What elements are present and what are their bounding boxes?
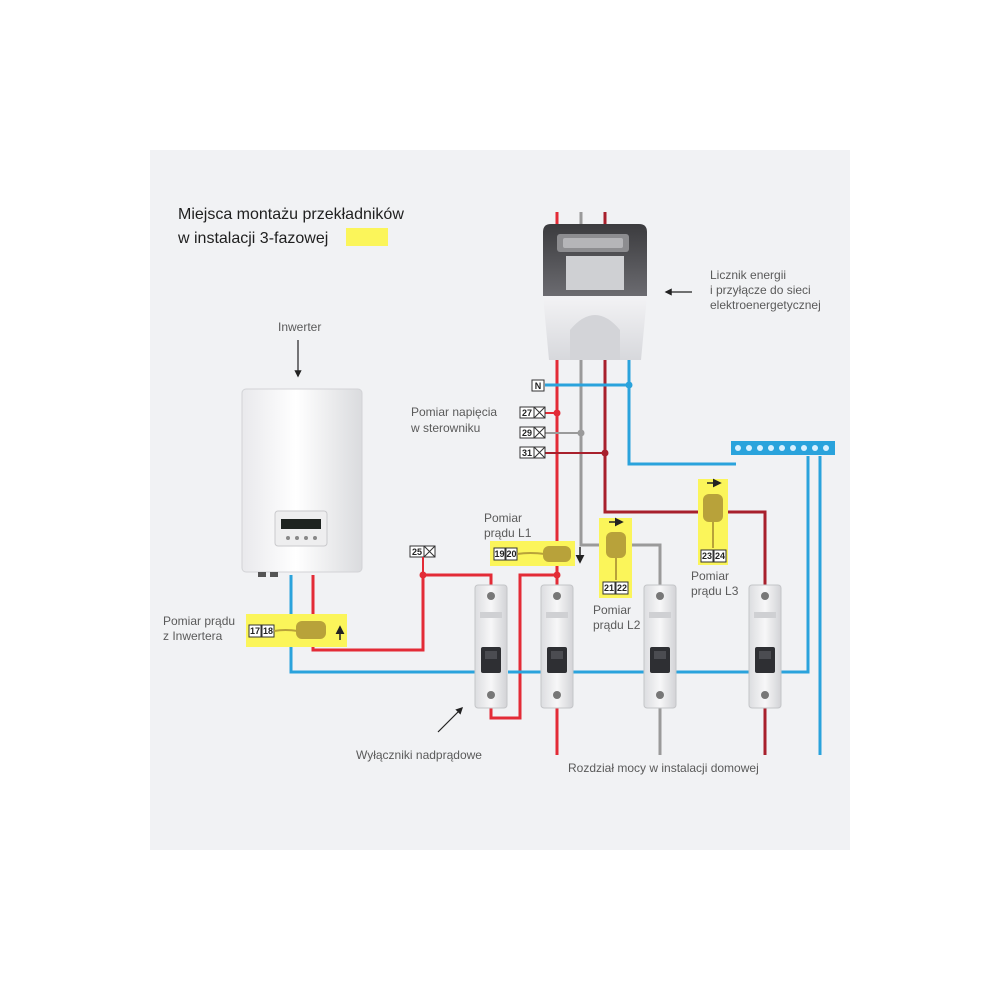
- circuit-breaker-icon: [474, 584, 782, 709]
- current-transformer-icon: [296, 621, 326, 639]
- svg-text:27: 27: [522, 408, 532, 418]
- label-ct-l3-line1: Pomiar: [691, 569, 729, 583]
- label-ct-l1-line1: Pomiar: [484, 511, 522, 525]
- label-voltage-line2: w sterowniku: [410, 421, 480, 435]
- svg-text:N: N: [535, 381, 542, 391]
- svg-text:22: 22: [617, 583, 627, 593]
- label-ct-inverter-line1: Pomiar prądu: [163, 614, 235, 628]
- diagram-title-line2: w instalacji 3-fazowej: [177, 230, 328, 247]
- ct-l1: 19 20: [490, 541, 585, 566]
- label-meter-line1: Licznik energii: [710, 268, 786, 282]
- svg-text:20: 20: [506, 549, 516, 559]
- terminal-29: 29: [519, 426, 546, 439]
- label-ct-l1-line2: prądu L1: [484, 526, 532, 540]
- current-transformer-icon: [606, 532, 626, 558]
- label-breakers: Wyłączniki nadprądowe: [356, 748, 482, 762]
- neutral-busbar-icon: [731, 441, 835, 455]
- wires: [289, 212, 822, 755]
- svg-text:18: 18: [263, 626, 273, 636]
- svg-text:19: 19: [494, 549, 504, 559]
- svg-text:24: 24: [715, 551, 725, 561]
- label-distribution: Rozdział mocy w instalacji domowej: [568, 761, 759, 775]
- ct-inverter: 17 18: [246, 614, 347, 647]
- current-transformer-icon: [543, 546, 571, 562]
- label-ct-inverter-line2: z Inwertera: [163, 629, 223, 643]
- label-meter-line3: elektroenergetycznej: [710, 298, 821, 312]
- label-voltage-line1: Pomiar napięcia: [411, 405, 497, 419]
- diagram-title-line1: Miejsca montażu przekładników: [178, 206, 404, 223]
- label-inverter: Inwerter: [278, 320, 321, 334]
- terminal-31: 31: [519, 446, 546, 459]
- terminal-25: 25: [409, 545, 436, 558]
- terminal-n: N: [531, 379, 545, 392]
- terminal-27: 27: [519, 406, 546, 419]
- highlight-legend-swatch: [346, 228, 388, 246]
- svg-text:29: 29: [522, 428, 532, 438]
- inverter-box-icon: [241, 388, 363, 577]
- label-ct-l2-line2: prądu L2: [593, 618, 641, 632]
- current-transformer-icon: [703, 494, 723, 522]
- svg-text:31: 31: [522, 448, 532, 458]
- ct-l2: 21 22: [599, 517, 632, 598]
- label-ct-l2-line1: Pomiar: [593, 603, 631, 617]
- breakers-pointer-arrow: [437, 706, 464, 733]
- ct-l3: 23 24: [698, 478, 728, 565]
- svg-text:23: 23: [702, 551, 712, 561]
- label-meter-line2: i przyłącze do sieci: [710, 283, 811, 297]
- label-ct-l3-line2: prądu L3: [691, 584, 739, 598]
- junction-dots: [419, 381, 633, 579]
- svg-text:21: 21: [604, 583, 614, 593]
- energy-meter-icon: [543, 224, 647, 360]
- svg-text:25: 25: [412, 547, 422, 557]
- svg-text:17: 17: [250, 626, 260, 636]
